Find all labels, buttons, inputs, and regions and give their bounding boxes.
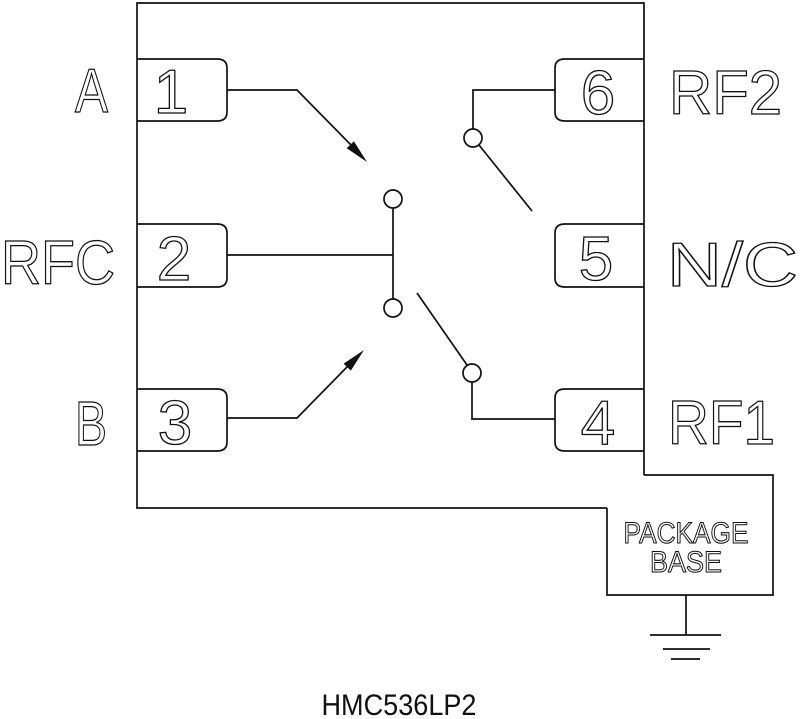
package-base-label-line1: PACKAGE (624, 517, 749, 550)
pin-label-a: A (75, 57, 109, 126)
rf1-contact (462, 363, 482, 383)
rf1-wire (471, 382, 555, 420)
pin-label-rfc: RFC (1, 229, 115, 298)
ground-icon (650, 634, 721, 660)
rf2-wire (472, 89, 555, 129)
chip-outline (136, 2, 645, 509)
switch-contact-top (383, 189, 403, 209)
part-number-title: HMC536LP2 (322, 689, 477, 719)
switch-contact-bottom (383, 298, 403, 318)
pin-label-b: B (75, 390, 107, 459)
pin-number-5: 5 (579, 225, 613, 294)
pin-number-4: 4 (581, 389, 615, 458)
control-wire-a (227, 89, 352, 146)
package-base-outline (606, 474, 774, 596)
control-wire-b (227, 365, 349, 419)
pin-number-1: 1 (154, 58, 188, 127)
pin-label-rf1: RF1 (668, 389, 775, 458)
pin-5-box (554, 223, 644, 288)
package-base-label-line2: BASE (650, 546, 722, 579)
rf2-contact (463, 128, 483, 148)
pin-4-box (554, 388, 644, 452)
pin-3-box (137, 388, 228, 452)
pin-number-3: 3 (158, 389, 192, 458)
pin-label-nc: N/C (667, 231, 798, 300)
arrow-head-b-icon (343, 350, 364, 371)
pin-number-6: 6 (581, 59, 615, 128)
pin-label-rf2: RF2 (669, 59, 782, 128)
rf1-switch-arm (416, 292, 468, 366)
arrow-head-a-icon (346, 141, 367, 162)
pin-number-2: 2 (157, 225, 191, 294)
rf2-switch-arm (478, 144, 533, 212)
